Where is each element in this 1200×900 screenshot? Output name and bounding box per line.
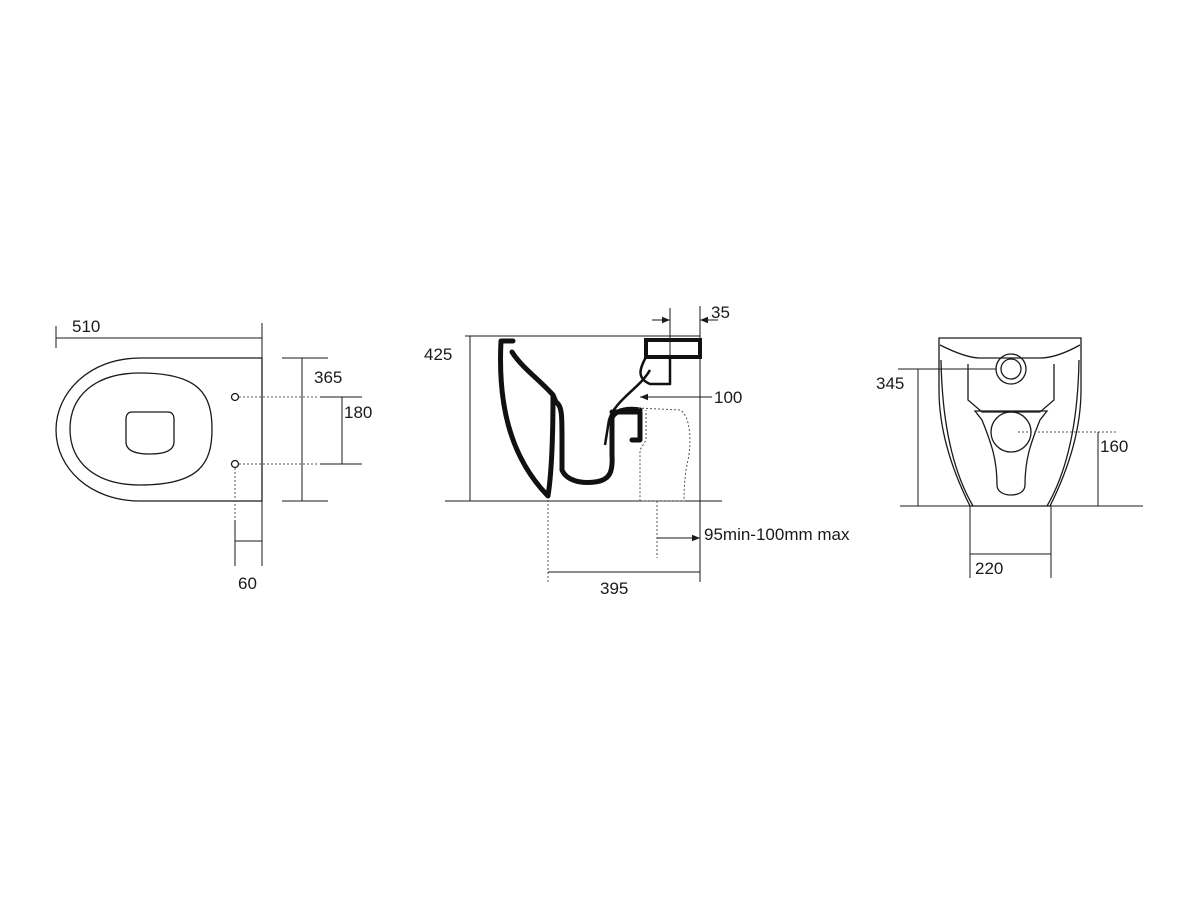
top-view-seat-outline	[69, 372, 213, 486]
dim-510-label: 510	[72, 317, 100, 336]
dim-180-label: 180	[344, 403, 372, 422]
rear-view-outer-body	[938, 337, 1082, 507]
top-view-fixing-hole-lower	[230, 459, 240, 469]
dim-425-label: 425	[424, 345, 452, 364]
dim-220-label: 220	[975, 559, 1003, 578]
dim-365-label: 365	[314, 368, 342, 387]
rear-view-outlet-surround	[973, 410, 1049, 496]
rear-view-inlet-inner	[1000, 358, 1022, 380]
side-view-pan-wall	[498, 338, 556, 499]
top-view-bowl-outline	[125, 411, 175, 455]
side-view-pan-collar	[637, 407, 691, 502]
dim-345-label: 345	[876, 374, 904, 393]
dim-160-label: 160	[1100, 437, 1128, 456]
rear-view-outlet-circle	[990, 411, 1032, 453]
side-view-outlet-spigot	[609, 409, 643, 443]
side-view-inlet-neck	[639, 356, 672, 386]
top-view-outer-outline	[55, 357, 263, 502]
side-view: 425 35 100 395 95min-100mm max	[424, 303, 850, 598]
top-view-fixing-hole-upper	[230, 392, 240, 402]
rear-view-inner-profile	[939, 344, 1081, 359]
rear-view-spine	[967, 364, 1055, 413]
rear-view-right-flank	[1046, 359, 1080, 507]
top-view: 510 365 180 60	[55, 317, 372, 593]
rear-view: 345 160 220	[876, 337, 1143, 578]
dim-100-label: 100	[714, 388, 742, 407]
side-view-trap-curve	[603, 369, 652, 446]
dim-setout-label: 95min-100mm max	[704, 525, 850, 544]
dim-35-label: 35	[711, 303, 730, 322]
side-view-inlet-box	[644, 338, 702, 359]
dim-395-label: 395	[600, 579, 628, 598]
side-view-bowl-section	[550, 392, 643, 485]
dim-60-label: 60	[238, 574, 257, 593]
rear-view-left-flank	[940, 359, 974, 507]
